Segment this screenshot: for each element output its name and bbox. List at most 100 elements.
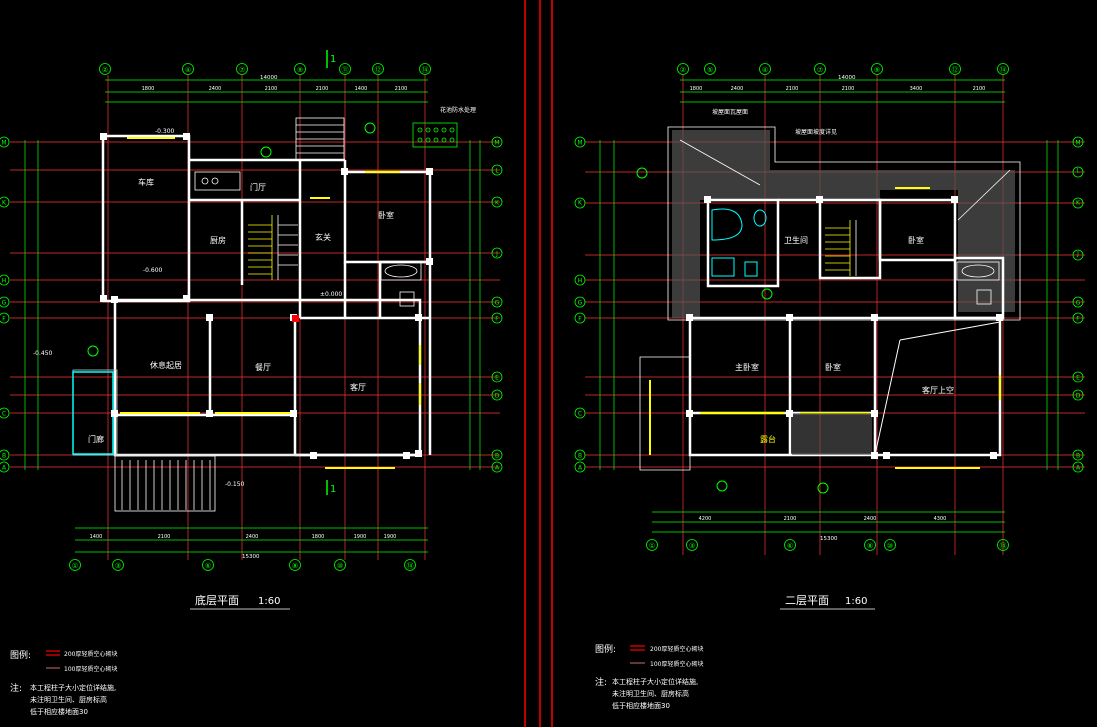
axis-label: ① (72, 562, 78, 570)
ground-stair-top (295, 117, 345, 161)
dim-label: 2100 (786, 86, 799, 92)
room-label-vestibule: 门厅 (250, 182, 266, 192)
axis-label: ⑥ (787, 542, 793, 550)
legend-item-200: 200厚轻质空心砌块 (650, 645, 703, 653)
legend-label: 图例: (595, 643, 616, 655)
axis-label: M (577, 140, 582, 147)
axis-label: ③ (689, 542, 695, 550)
axis-label: ⑥ (205, 562, 211, 570)
axis-label: ⑨ (874, 66, 880, 74)
axis-label: K (578, 200, 583, 207)
room-label-living: 客厅 (350, 382, 366, 392)
dim-label: 2100 (395, 86, 408, 92)
notes-label: 注: (10, 682, 22, 694)
room-label-lounge: 休息起居 (150, 360, 182, 370)
axis-label: L (495, 168, 499, 175)
axis-label: ② (680, 66, 686, 74)
upper-axis-bubbles (574, 63, 1084, 551)
dim-label: 1800 (142, 86, 155, 92)
ground-stair-bottom (114, 455, 216, 512)
axis-label: L (1076, 168, 1080, 175)
note-line-2: 未注明卫生间、厨房标高 (30, 695, 107, 704)
upper-room-labels: 主卧室 卧室 客厅上空 卧室 露台 卫生间 (735, 235, 954, 444)
axis-label: A (495, 465, 500, 472)
note-line-2: 未注明卫生间、厨房标高 (612, 689, 689, 698)
ground-title-block: 底层平面 1:60 (190, 593, 290, 610)
axis-label: G (578, 300, 583, 307)
axis-label: B (495, 453, 499, 460)
room-label-living-void: 客厅上空 (922, 385, 954, 395)
axis-label: M (1, 140, 6, 147)
dim-label: 2100 (316, 86, 329, 92)
axis-label: ④ (762, 66, 768, 74)
axis-label: ⑧ (867, 542, 873, 550)
axis-label: ⑭ (1000, 66, 1007, 74)
dim-label: 2400 (246, 534, 259, 540)
level-mark: -0.450 (33, 350, 53, 357)
note-line-1: 本工程柱子大小定位详结施, (30, 683, 116, 692)
room-label-master-bedroom: 主卧室 (735, 362, 759, 372)
ground-level-marks: -0.300 -0.450 ±0.000 -0.600 -0.150 (33, 128, 342, 488)
axis-label: ⑫ (375, 66, 382, 74)
dim-label: 1900 (384, 534, 397, 540)
axis-label: ⑭ (422, 66, 429, 74)
upper-bathroom-fixtures (711, 208, 767, 277)
dim-label: 1900 (354, 534, 367, 540)
upper-section-symbols (636, 167, 829, 494)
axis-label: D (1076, 393, 1081, 400)
upper-bottom-total-dim: 15300 (820, 536, 838, 542)
dim-label: 3400 (910, 86, 923, 92)
ground-plan-title: 底层平面 (195, 593, 239, 607)
section-mark-top: 1 (330, 54, 336, 65)
axis-label: ④ (185, 66, 191, 74)
dim-label: 2100 (784, 516, 797, 522)
level-mark: -0.600 (143, 267, 163, 274)
axis-label: ② (102, 66, 108, 74)
note-line-3: 低于相应楼地面30 (612, 701, 670, 710)
section-mark-bottom: 1 (330, 484, 336, 495)
room-label-kitchen: 厨房 (210, 235, 226, 245)
ground-planter-hatch (412, 122, 458, 148)
axis-label: F (2, 316, 6, 323)
ground-axis-bubbles (0, 63, 503, 571)
dim-label: 2100 (973, 86, 986, 92)
ground-red-column (292, 315, 299, 322)
ground-room-labels: 车库 厨房 门厅 玄关 客厅 餐厅 休息起居 卧室 门廊 (88, 177, 394, 444)
upper-void-line (874, 321, 1001, 456)
axis-label: K (1076, 200, 1081, 207)
room-label-bedroom: 卧室 (825, 362, 841, 372)
axis-label: F (1076, 316, 1080, 323)
upper-bath-tub (956, 261, 1000, 305)
axis-label: K (2, 200, 7, 207)
axis-label: J (495, 251, 498, 258)
axis-label: ⑦ (239, 66, 245, 74)
room-label-foyer: 玄关 (315, 232, 331, 242)
upper-columns (686, 196, 1003, 459)
ground-legend: 图例: 200厚轻质空心砌块 100厚轻质空心砌块 (10, 649, 117, 673)
axis-label: A (1076, 465, 1081, 472)
axis-label: ⑨ (297, 66, 303, 74)
upper-plan-scale: 1:60 (845, 596, 867, 607)
axis-label: F (578, 316, 582, 323)
ground-windows (120, 137, 421, 469)
upper-roof-note-2: 坡屋面坡度详见 (795, 128, 837, 136)
axis-label: E (495, 375, 499, 382)
axis-label: B (2, 453, 6, 460)
upper-terrace-hatch (792, 413, 872, 455)
room-label-garage: 车库 (138, 177, 154, 187)
axis-label: ⑦ (817, 66, 823, 74)
dim-label: 1400 (355, 86, 368, 92)
level-mark: -0.150 (225, 481, 245, 488)
axis-label: ⑫ (952, 66, 959, 74)
axis-label: A (578, 465, 583, 472)
ground-dimension-lines (24, 79, 481, 553)
axis-label: ⑤ (707, 66, 713, 74)
ground-section-symbols (87, 122, 376, 357)
ground-top-total-dim: 14000 (260, 75, 278, 81)
axis-label: ③ (115, 562, 121, 570)
note-line-3: 低于相应楼地面30 (30, 707, 88, 716)
upper-roof-outline (639, 126, 1021, 471)
ground-planter-note: 花池防水处理 (440, 106, 476, 114)
